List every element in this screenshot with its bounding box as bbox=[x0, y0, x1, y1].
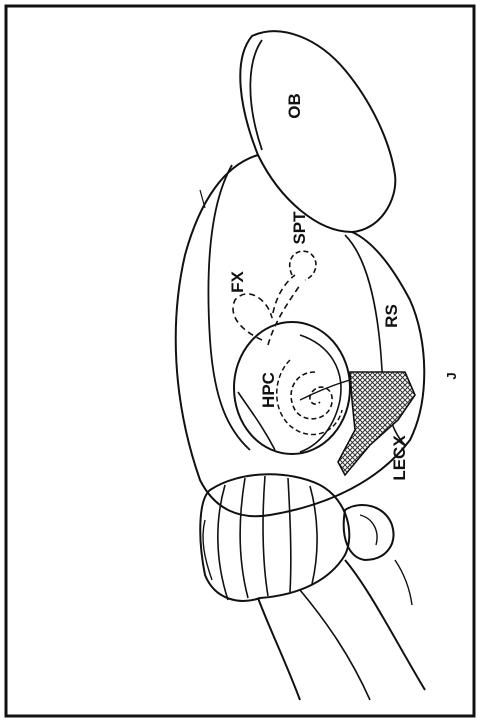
cerebellum-folia-2 bbox=[240, 478, 248, 598]
label-fx: FX bbox=[228, 270, 247, 292]
cerebellum-folia-4 bbox=[288, 478, 291, 592]
brainstem-upper-line bbox=[258, 598, 300, 700]
margin-mark: J bbox=[444, 372, 459, 379]
brainstem-stub bbox=[395, 560, 412, 605]
brainstem-mid-line bbox=[300, 590, 370, 700]
pons-outline bbox=[344, 505, 394, 560]
fornix-pathway-dashed-2 bbox=[268, 285, 300, 345]
brainstem-lower-line bbox=[345, 560, 425, 690]
label-hpc: HPC bbox=[259, 372, 278, 408]
dentate-spiral bbox=[291, 372, 332, 419]
label-ob: OB bbox=[285, 93, 304, 119]
cerebellum-folia-3 bbox=[263, 476, 268, 596]
stray-tick bbox=[200, 190, 205, 208]
cortex-inner-contour bbox=[208, 165, 250, 450]
label-rs: RS bbox=[382, 304, 401, 328]
olfactory-bulb-outline bbox=[240, 31, 395, 232]
figure-frame bbox=[6, 6, 474, 716]
olfactory-bulb-inner-line bbox=[250, 40, 262, 150]
pons-inner bbox=[360, 515, 377, 545]
cerebellum-folia-5 bbox=[310, 486, 317, 584]
hippocampus-outline bbox=[234, 322, 350, 454]
cerebellum-folia-1 bbox=[218, 485, 228, 600]
label-spt: SPT bbox=[290, 211, 309, 245]
label-lecx: LECX bbox=[390, 435, 409, 481]
